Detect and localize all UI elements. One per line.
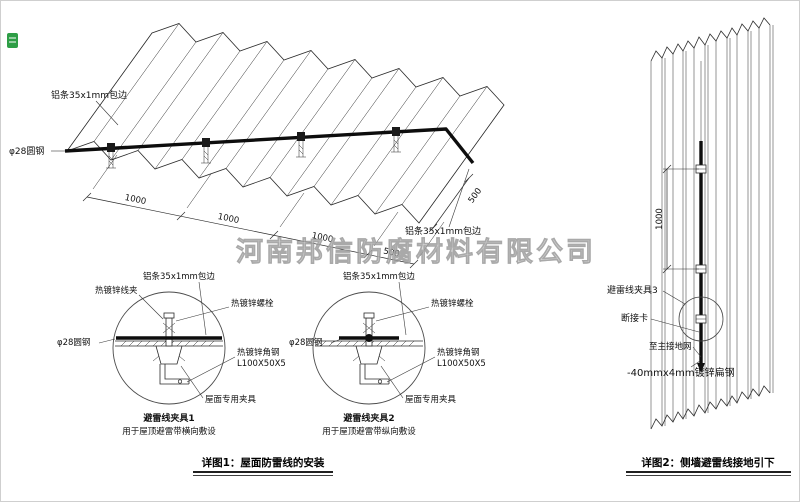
dim-span-1: 1000 (124, 193, 147, 207)
detail1-subtitle: 用于屋顶避雷带横向敷设 (122, 426, 216, 437)
lightning-wire (64, 127, 475, 165)
caption1-text: 详图1：屋面防雷线的安装 (202, 456, 325, 469)
dim-span-4: 500 (382, 247, 400, 260)
dim-wall-label: 1000 (655, 208, 665, 230)
dimension-ticks (82, 192, 419, 269)
leader-strip-top (95, 100, 119, 126)
detail1-title: 避雷线夹具1 (143, 412, 194, 424)
leader-strip-right (448, 168, 470, 228)
detail2-label-bolt: 热镀锌螺栓 (431, 298, 474, 309)
roof-ridge-lines (66, 23, 505, 224)
dimension-side: 500 (428, 173, 485, 233)
wire-clamp-2 (201, 138, 211, 164)
label-clamp3: 避雷线夹具3 (607, 284, 658, 296)
wire-clamp-1 (106, 143, 116, 169)
caption2-text: 详图2：侧墙避雷线接地引下 (641, 456, 775, 469)
detail-circle-2: 铝条35x1mm包边 φ28圆钢 热镀锌螺栓 热镀锌角钢 L100X50X5 屋… (289, 271, 486, 437)
detail1-label-rod: φ28圆钢 (57, 337, 90, 348)
detail1-label-clamp: 热镀锌线夹 (95, 285, 138, 296)
caption-detail1: 详图1：屋面防雷线的安装 (193, 456, 333, 476)
dim-span-3: 1000 (311, 231, 334, 245)
label-rod-main: φ28圆钢 (9, 145, 44, 157)
wall-bottom-edge (650, 385, 771, 430)
dim-side-label: 500 (467, 186, 485, 205)
extension-lines (92, 154, 445, 257)
detail2-label-roofclamp: 屋面专用夹具 (405, 394, 457, 405)
wire-clamp-4 (391, 127, 401, 153)
caption-detail2: 详图2：侧墙避雷线接地引下 (626, 456, 791, 476)
detail1-core (112, 291, 226, 405)
roof-isometric-view: 1000 1000 1000 500 500 铝条35x1mm包边 φ28圆钢 … (9, 23, 505, 269)
label-to-ground: 至主接地网 (649, 341, 692, 352)
corner-badge-icon (7, 33, 18, 48)
label-strip-right: 铝条35x1mm包边 (405, 225, 481, 237)
detail2-label-rod: φ28圆钢 (289, 337, 322, 348)
wall-clamp-3 (695, 314, 707, 324)
dim-span-2: 1000 (217, 212, 240, 226)
wall-detail-circle (678, 296, 724, 342)
label-flat-steel: -40mmx4mm镀锌扁钢 (627, 366, 735, 379)
wall-top-edge (650, 17, 771, 62)
wall-corrugation-lines (650, 25, 774, 429)
detail1-label-bolt: 热镀锌螺栓 (231, 298, 274, 309)
detail2-label-angle1: 热镀锌角钢 (437, 347, 480, 358)
wall-view: 1000 避雷线夹具3 断接卡 至主接地网 -40mmx4mm镀锌扁钢 (607, 17, 774, 430)
conductor-arrow-down (697, 363, 705, 373)
detail2-subtitle: 用于屋顶避雷带纵向敷设 (322, 426, 416, 437)
roof-outline (65, 23, 505, 224)
detail2-core (312, 291, 426, 405)
detail-circle-1: 热镀锌线夹 铝条35x1mm包边 φ28圆钢 热镀锌螺栓 热镀锌角钢 L100X… (57, 271, 286, 437)
wire-clamp-3 (296, 132, 306, 158)
detail2-label-strip: 铝条35x1mm包边 (343, 271, 415, 282)
label-strip-top: 铝条35x1mm包边 (51, 89, 127, 101)
detail2-title: 避雷线夹具2 (343, 412, 394, 424)
label-disconnect: 断接卡 (621, 312, 648, 324)
detail1-label-strip: 铝条35x1mm包边 (143, 271, 215, 282)
dimension-wall: 1000 (655, 164, 699, 274)
detail1-label-roofclamp: 屋面专用夹具 (205, 394, 257, 405)
detail1-label-angle1: 热镀锌角钢 (237, 347, 280, 358)
watermark-text: 河南邦信防腐材料有限公司 (236, 237, 596, 268)
dimension-chain-bottom: 1000 1000 1000 500 (82, 154, 445, 269)
detail2-wire-section (365, 334, 373, 342)
detail2-label-angle2: L100X50X5 (437, 359, 486, 369)
detail1-label-angle2: L100X50X5 (237, 359, 286, 369)
